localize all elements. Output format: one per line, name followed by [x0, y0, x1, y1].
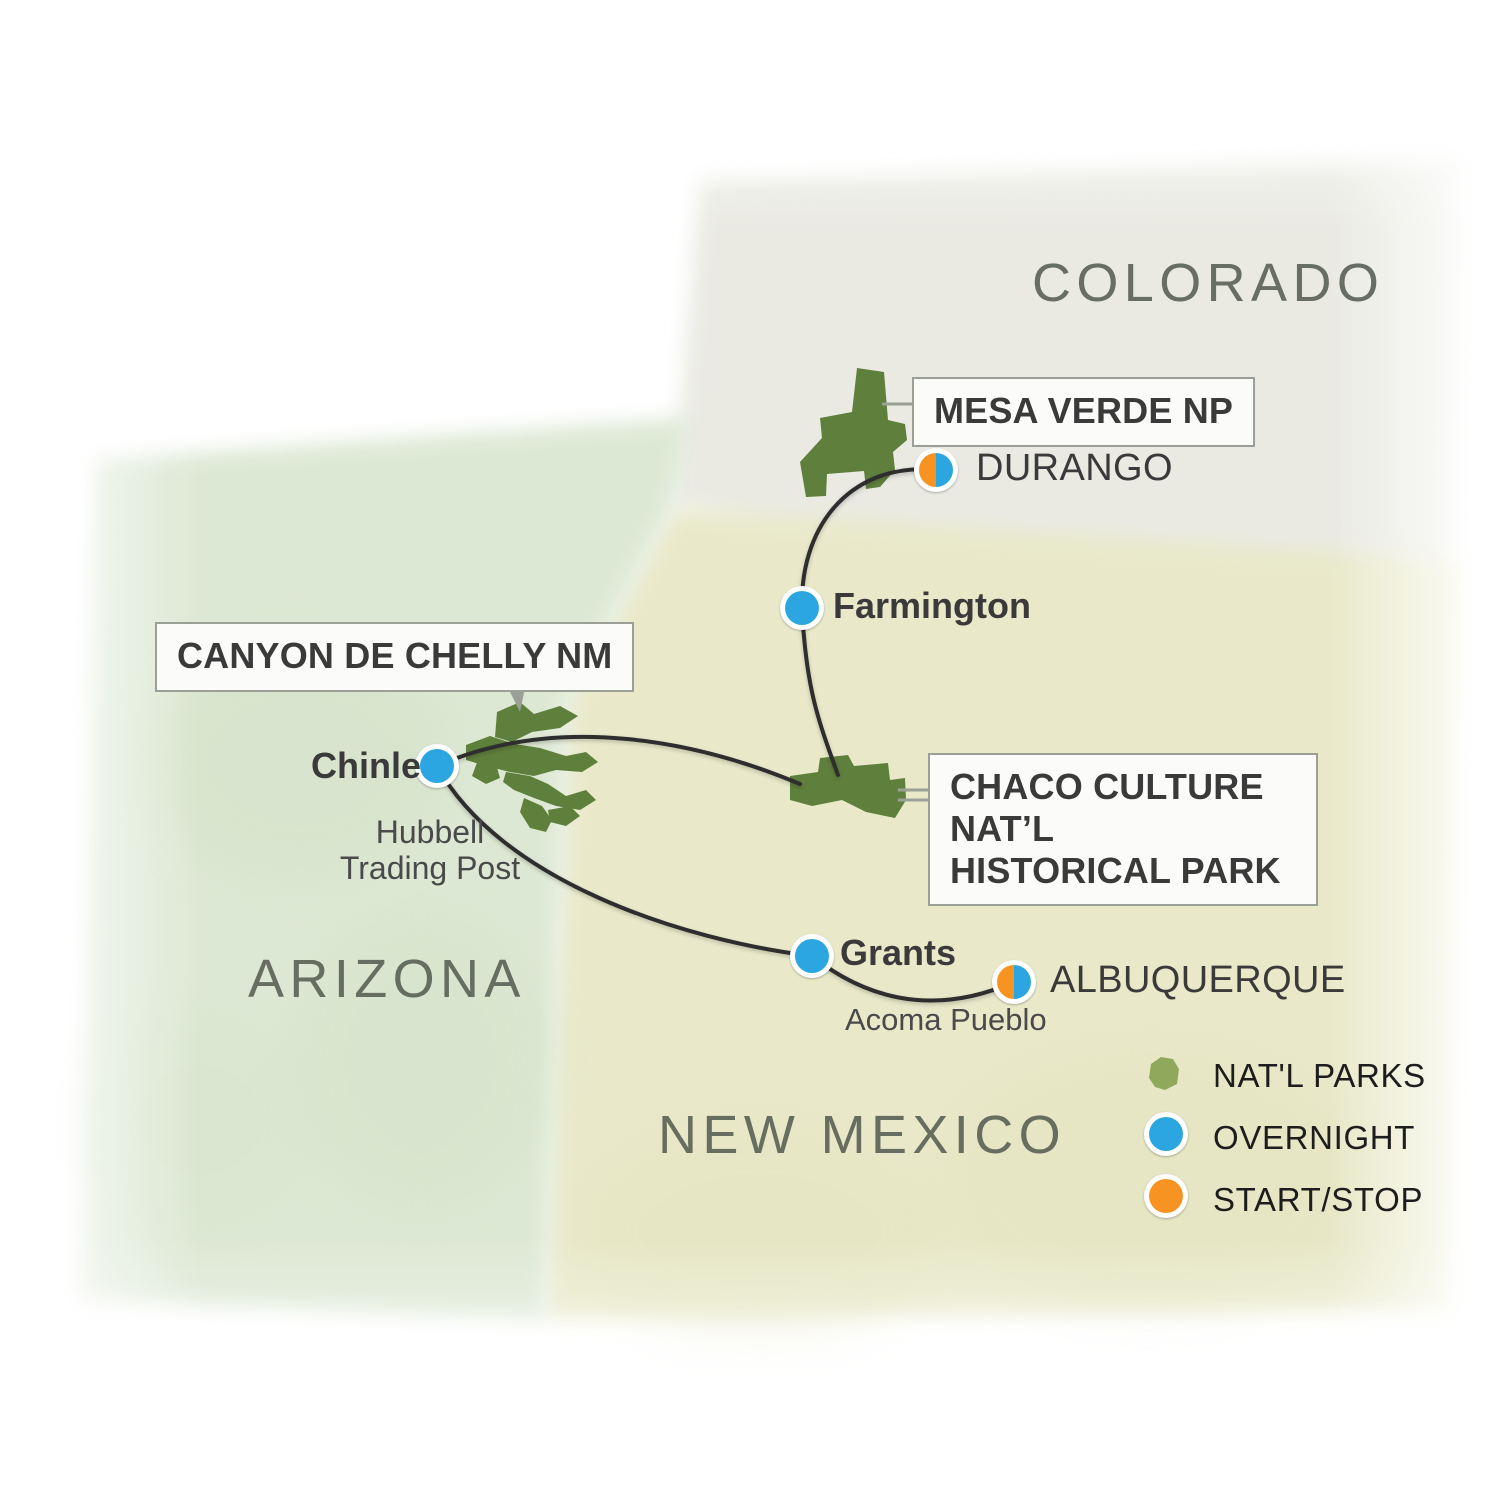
marker-albuquerque[interactable]: [992, 960, 1036, 1004]
marker-fill-blue: [420, 749, 454, 783]
site-label-hubbell-line1: Hubbell: [375, 814, 485, 850]
callout-chaco-culture[interactable]: CHACO CULTURE NAT’L HISTORICAL PARK: [928, 753, 1318, 907]
site-label-hubbell-line2: Trading Post: [339, 850, 521, 886]
marker-farmington[interactable]: [780, 586, 824, 630]
marker-fill-blue: [1149, 1117, 1183, 1151]
route-durango-farmington: [799, 467, 938, 610]
legend-label-overnight: OVERNIGHT: [1213, 1119, 1416, 1156]
city-label-durango: DURANGO: [976, 447, 1173, 489]
city-label-chinle: Chinle: [311, 745, 422, 786]
marker-fill-blue: [785, 591, 819, 625]
marker-half-orange: [919, 453, 936, 487]
route-farmington-chaco: [800, 606, 840, 777]
marker-half-orange: [997, 965, 1014, 999]
marker-fill-blue: [795, 939, 829, 973]
callout-mesa-verde-np[interactable]: MESA VERDE NP: [912, 377, 1256, 447]
route-lines: [435, 467, 1016, 1003]
leader-canyon-de-chelly: [508, 688, 525, 712]
start-stop-dot-icon: [1144, 1174, 1188, 1218]
marker-fill-orange: [1149, 1179, 1183, 1213]
city-label-albuquerque: ALBUQUERQUE: [1050, 959, 1346, 1001]
state-label-new-mexico: NEW MEXICO: [658, 1105, 1067, 1165]
callout-chaco-line1: CHACO CULTURE NAT’L: [950, 766, 1264, 849]
state-label-arizona: ARIZONA: [248, 949, 526, 1009]
state-label-colorado: COLORADO: [1032, 253, 1385, 313]
site-label-acoma-pueblo: Acoma Pueblo: [845, 1002, 1047, 1037]
park-shape-chaco: [790, 755, 906, 818]
marker-chinle[interactable]: [415, 744, 459, 788]
callout-canyon-de-chelly-nm[interactable]: CANYON DE CHELLY NM: [155, 622, 635, 692]
callout-leaders: [882, 402, 928, 802]
callout-chaco-line2: HISTORICAL PARK: [950, 849, 1281, 891]
city-label-grants: Grants: [840, 932, 957, 973]
callout-mesa-verde-label: MESA VERDE NP: [934, 390, 1234, 431]
route-chinle-chaco: [435, 734, 802, 786]
callout-canyon-de-chelly-label: CANYON DE CHELLY NM: [177, 635, 613, 676]
park-shape-icon: [1149, 1057, 1179, 1090]
marker-half-blue: [1014, 965, 1031, 999]
route-chinle-grants: [435, 764, 814, 958]
legend-label-start-stop: START/STOP: [1213, 1181, 1424, 1218]
marker-durango[interactable]: [914, 448, 958, 492]
city-label-farmington: Farmington: [833, 585, 1031, 626]
marker-half-blue: [936, 453, 953, 487]
legend-label-natl-parks: NAT'L PARKS: [1213, 1057, 1426, 1094]
leader-chaco: [898, 788, 928, 802]
overnight-dot-icon: [1144, 1112, 1188, 1156]
route-grants-albuquerque: [810, 954, 1016, 1003]
park-shape-mesa-verde: [800, 368, 907, 497]
marker-grants[interactable]: [790, 934, 834, 978]
